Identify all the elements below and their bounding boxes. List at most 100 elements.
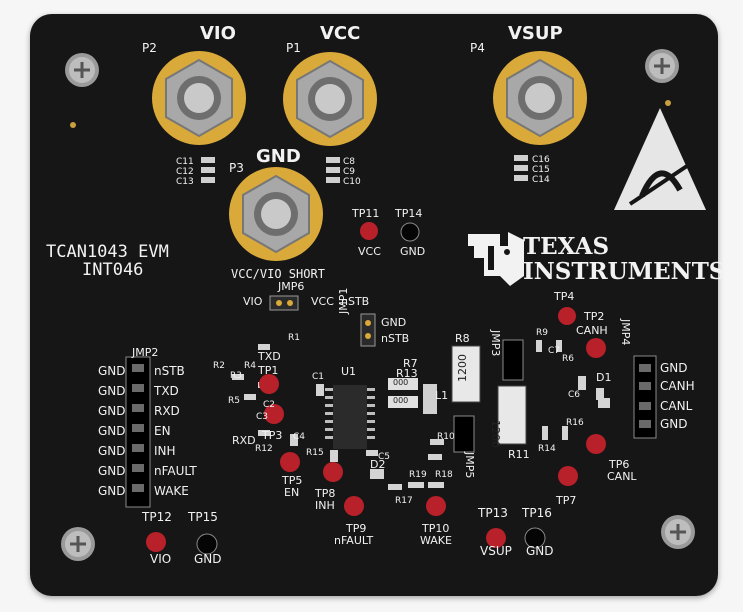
ref-r11: R11 (508, 448, 530, 461)
post-label-gnd: GND (256, 146, 301, 167)
cap-label-c11: C11 (176, 157, 194, 167)
ref-r18: R18 (435, 470, 453, 480)
ref-jmp4: JMP4 (619, 319, 632, 346)
testpoint-icon (146, 222, 606, 552)
mounting-screw-icon (65, 53, 99, 87)
short-label: VCC/VIO SHORT (231, 267, 325, 281)
jmp2-gnd-4: GND (98, 424, 126, 438)
tp6-ref: TP6 (609, 458, 630, 471)
ref-c6: C6 (568, 390, 581, 400)
tp3-label: RXD (232, 434, 256, 447)
post-label-vsup: VSUP (508, 23, 563, 44)
jmp2-gnd-1: GND (98, 364, 126, 378)
ref-r15: R15 (306, 448, 324, 458)
cap-label-c15: C15 (532, 165, 550, 175)
mounting-screw-icon (61, 527, 95, 561)
tp9-label: nFAULT (334, 534, 374, 547)
ref-c7: C7 (548, 346, 561, 356)
jmp6-right: VCC (311, 295, 334, 308)
marking-r8: 1200 (456, 354, 469, 382)
header-jmp2 (125, 356, 151, 508)
post-ref-p3: P3 (229, 161, 244, 175)
ref-r6: R6 (562, 354, 574, 364)
tp6-label: CANL (607, 470, 637, 483)
tp10-label: WAKE (420, 534, 452, 547)
ic-u1 (325, 385, 375, 449)
tp1-ref: TP1 (258, 364, 279, 377)
jmp6-ref: JMP6 (278, 280, 305, 293)
jmp4-signal-canl: CANL (660, 399, 693, 413)
tp12-ref: TP12 (142, 510, 172, 524)
jmp2-ref: JMP2 (132, 346, 159, 359)
jmp4-signal-canh: CANH (660, 379, 695, 393)
binding-post-p2-icon (152, 51, 246, 145)
ref-d1: D1 (596, 371, 612, 384)
ref-r13: R13 (396, 367, 418, 380)
ref-u1: U1 (341, 365, 357, 378)
tp12-label: VIO (150, 552, 172, 566)
jmp2-signal-rxd: RXD (154, 404, 180, 418)
cap-label-c12: C12 (176, 167, 194, 177)
ref-jmp5: JMP5 (463, 452, 476, 479)
board-subtitle: INT046 (82, 260, 144, 280)
jmp4-signal-gnd-2: GND (660, 417, 688, 431)
jmp2-gnd-7: GND (98, 484, 126, 498)
tp14-label: GND (400, 245, 426, 258)
ref-r7: R7 (403, 357, 418, 370)
tp2-label: CANH (576, 324, 608, 337)
cap-label-c8: C8 (343, 157, 356, 167)
jmp1-ref: JMP1 (337, 287, 350, 314)
tp14-ref: TP14 (395, 207, 423, 220)
ref-r10: R10 (437, 432, 455, 442)
esd-warning-icon (614, 108, 706, 210)
pcb-artwork (61, 49, 706, 561)
ref-r5: R5 (228, 396, 240, 406)
jmp2-signal-txd: TXD (154, 384, 179, 398)
tp2-ref: TP2 (584, 310, 605, 323)
tp15-label: GND (194, 552, 222, 566)
jmp2-gnd-2: GND (98, 384, 126, 398)
tp7-ref: TP7 (556, 494, 577, 507)
cap-label-c13: C13 (176, 177, 194, 187)
mounting-screw-icon (645, 49, 679, 83)
tp5-label: EN (284, 486, 300, 499)
marking-r13-a: 000 (393, 378, 409, 387)
post-ref-p2: P2 (142, 41, 157, 55)
tp11-ref: TP11 (352, 207, 380, 220)
jmp2-gnd-5: GND (98, 444, 126, 458)
tp11-label: VCC (358, 245, 381, 258)
jmp1-bottom: nSTB (381, 332, 410, 345)
pcb-board: VIO P2 VCC P1 VSUP P4 GND P3 C11 C12 C13… (30, 14, 725, 596)
ref-c4: C4 (293, 432, 306, 442)
ref-c3: C3 (256, 412, 269, 422)
mounting-screw-icon (661, 515, 695, 549)
jmp2-signal-nstb: nSTB (154, 364, 185, 378)
tp8-label: INH (315, 499, 335, 512)
ref-r1: R1 (288, 333, 300, 343)
board-title: TCAN1043 EVM (46, 242, 169, 262)
jmp2-signal-en: EN (154, 424, 171, 438)
tp13-ref: TP13 (478, 506, 508, 520)
cap-label-c16: C16 (532, 155, 550, 165)
marking-r13-b: 000 (393, 396, 409, 405)
tp3-ref: TP3 (262, 429, 283, 442)
tp13-label: VSUP (480, 544, 512, 558)
ref-r16: R16 (566, 418, 584, 428)
jmp1-top: GND (381, 316, 407, 329)
ref-c2: C2 (263, 400, 276, 410)
jmp2-signal-inh: INH (154, 444, 176, 458)
tp4-ref: TP4 (554, 290, 575, 303)
ref-r17: R17 (395, 496, 413, 506)
ref-d2: D2 (370, 458, 386, 471)
jmp2-signal-wake: WAKE (154, 484, 189, 498)
post-ref-p1: P1 (286, 41, 301, 55)
tp15-ref: TP15 (188, 510, 218, 524)
ref-r4: R4 (244, 361, 256, 371)
tp10-ref: TP10 (422, 522, 450, 535)
ref-r12: R12 (255, 444, 273, 454)
binding-post-p1-icon (283, 52, 377, 146)
jmp2-gnd-3: GND (98, 404, 126, 418)
testpoint-ground-icon (196, 222, 546, 555)
ref-r14: R14 (538, 444, 556, 454)
jmp6-left: VIO (243, 295, 263, 308)
